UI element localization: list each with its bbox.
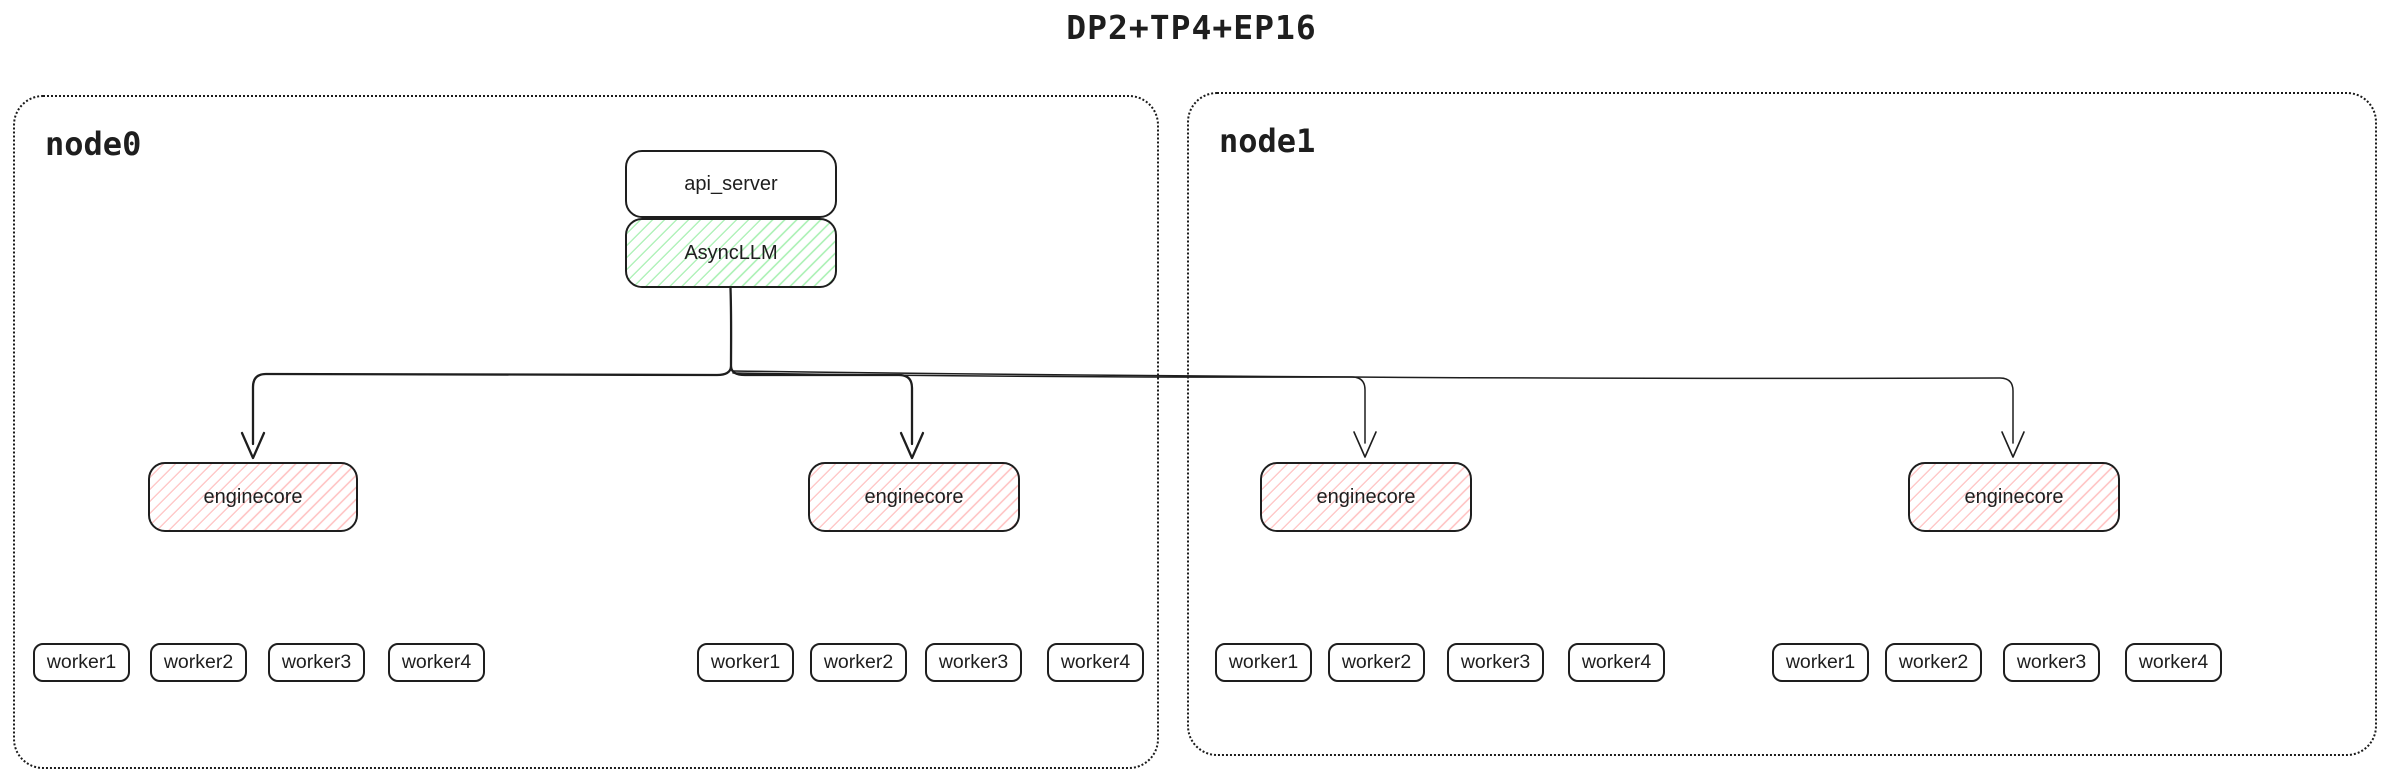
worker-label: worker1 bbox=[1785, 651, 1856, 673]
worker-box-g3-1: worker1 bbox=[1215, 643, 1312, 682]
worker-label: worker3 bbox=[938, 651, 1009, 673]
worker-label: worker4 bbox=[1060, 651, 1131, 673]
worker-label: worker1 bbox=[710, 651, 781, 673]
worker-label: worker4 bbox=[1581, 651, 1652, 673]
worker-box-g2-3: worker3 bbox=[925, 643, 1022, 682]
worker-box-g3-3: worker3 bbox=[1447, 643, 1544, 682]
enginecore-box-2: enginecore bbox=[808, 462, 1020, 532]
enginecore-label-4: enginecore bbox=[1964, 485, 2064, 508]
worker-box-g4-2: worker2 bbox=[1885, 643, 1982, 682]
worker-box-g3-4: worker4 bbox=[1568, 643, 1665, 682]
node1-label: node1 bbox=[1219, 122, 1316, 160]
worker-box-g1-4: worker4 bbox=[388, 643, 485, 682]
worker-label: worker2 bbox=[823, 651, 894, 673]
worker-box-g2-2: worker2 bbox=[810, 643, 907, 682]
enginecore-label-3: enginecore bbox=[1316, 485, 1416, 508]
enginecore-box-4: enginecore bbox=[1908, 462, 2120, 532]
worker-box-g4-4: worker4 bbox=[2125, 643, 2222, 682]
worker-label: worker2 bbox=[163, 651, 234, 673]
api-server-box: api_server bbox=[625, 150, 837, 218]
api-server-label: api_server bbox=[684, 172, 778, 195]
worker-label: worker2 bbox=[1341, 651, 1412, 673]
worker-label: worker3 bbox=[281, 651, 352, 673]
worker-label: worker3 bbox=[1460, 651, 1531, 673]
worker-box-g1-1: worker1 bbox=[33, 643, 130, 682]
worker-label: worker1 bbox=[46, 651, 117, 673]
worker-box-g2-1: worker1 bbox=[697, 643, 794, 682]
worker-label: worker4 bbox=[2138, 651, 2209, 673]
worker-box-g4-1: worker1 bbox=[1772, 643, 1869, 682]
node0-label: node0 bbox=[45, 125, 142, 163]
enginecore-box-3: enginecore bbox=[1260, 462, 1472, 532]
worker-box-g1-2: worker2 bbox=[150, 643, 247, 682]
enginecore-label-2: enginecore bbox=[864, 485, 964, 508]
worker-box-g1-3: worker3 bbox=[268, 643, 365, 682]
asyncllm-box: AsyncLLM bbox=[625, 218, 837, 288]
worker-label: worker2 bbox=[1898, 651, 1969, 673]
worker-box-g4-3: worker3 bbox=[2003, 643, 2100, 682]
diagram-title: DP2+TP4+EP16 bbox=[1066, 8, 1317, 47]
asyncllm-label: AsyncLLM bbox=[684, 241, 778, 264]
worker-label: worker4 bbox=[401, 651, 472, 673]
enginecore-label-1: enginecore bbox=[203, 485, 303, 508]
worker-label: worker1 bbox=[1228, 651, 1299, 673]
worker-label: worker3 bbox=[2016, 651, 2087, 673]
worker-box-g2-4: worker4 bbox=[1047, 643, 1144, 682]
enginecore-box-1: enginecore bbox=[148, 462, 358, 532]
worker-box-g3-2: worker2 bbox=[1328, 643, 1425, 682]
